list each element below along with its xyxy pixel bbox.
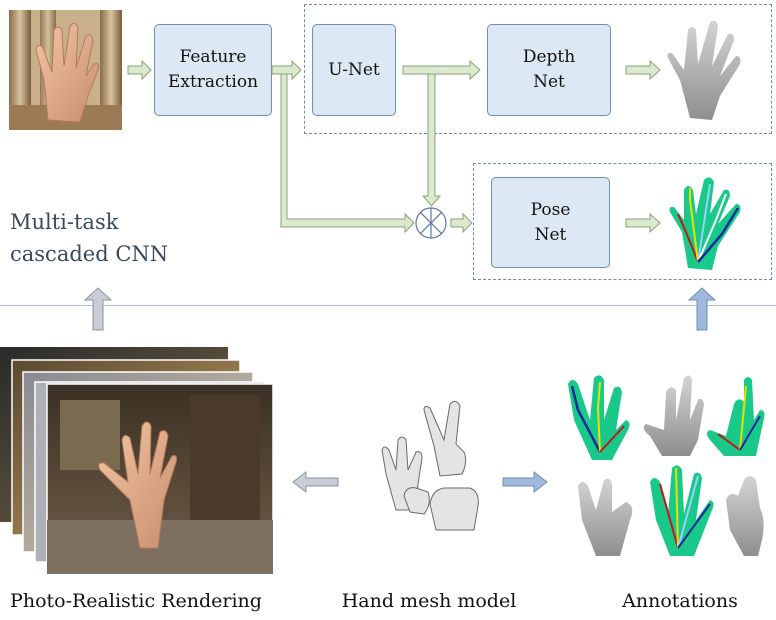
unet-box: U-Net	[312, 24, 396, 116]
input-hand-photo	[9, 10, 122, 130]
mesh-hand-models	[381, 400, 479, 531]
flow-arrows	[127, 59, 661, 234]
annotation-samples	[568, 375, 765, 556]
section-divider	[0, 305, 776, 306]
rendered-image-stack	[0, 347, 274, 575]
depth-branch-group	[304, 4, 772, 134]
right-arrow	[502, 470, 548, 494]
rendering-caption: Photo-Realistic Rendering	[10, 590, 262, 612]
depth-output-hand	[667, 20, 741, 121]
pose-output-hand	[669, 177, 741, 270]
left-arrow	[292, 470, 339, 494]
mesh-caption: Hand mesh model	[341, 590, 517, 612]
pose-net-box: Pose Net	[491, 177, 610, 268]
pose-branch-group	[473, 163, 772, 280]
circled-multiply-icon	[415, 207, 447, 239]
up-arrow-right	[687, 287, 717, 331]
annotations-caption: Annotations	[622, 590, 738, 612]
multitask-label: Multi-task cascaded CNN	[10, 210, 169, 266]
up-arrow-left	[83, 287, 113, 331]
depth-net-box: Depth Net	[487, 24, 611, 116]
feature-extraction-box: Feature Extraction	[154, 24, 272, 116]
